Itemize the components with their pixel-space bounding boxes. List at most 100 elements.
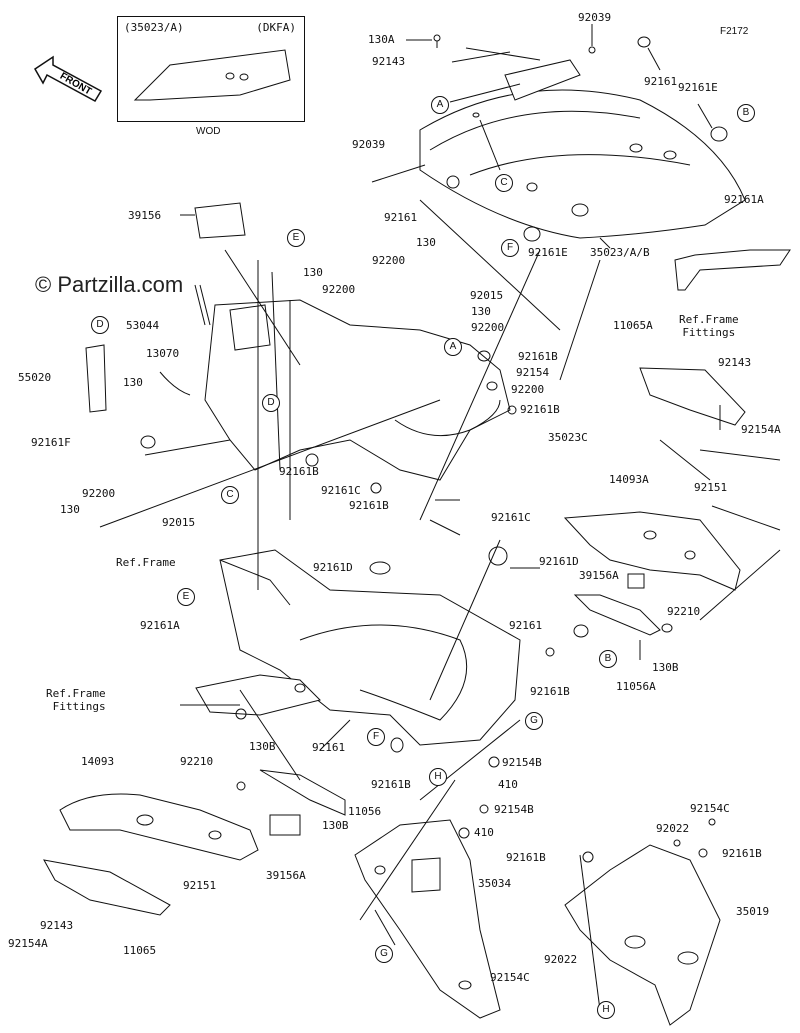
part-label: 130 (303, 266, 323, 279)
part-label: 92200 (372, 254, 406, 267)
part-label: 92161B (530, 685, 570, 698)
figure-id: F2172 (720, 26, 749, 37)
callout-f: F (367, 728, 385, 746)
part-label: 130A (368, 33, 395, 46)
part-label: 11065 (123, 944, 157, 957)
part-label: 92200 (511, 383, 545, 396)
part-label: 130 (123, 376, 143, 389)
part-label: 92161A (140, 619, 180, 632)
inset-note: WOD (196, 126, 221, 137)
part-label: 92161B (371, 778, 411, 791)
inset-box: (35023/A) (DKFA) (117, 16, 305, 122)
callout-b: B (599, 650, 617, 668)
part-label: 92161C (321, 484, 361, 497)
part-label: 92161E (678, 81, 718, 94)
part-label: 92154 (516, 366, 550, 379)
part-label: 92151 (694, 481, 728, 494)
part-label: 39156 (128, 209, 162, 222)
part-label: 92154A (8, 937, 48, 950)
callout-g: G (375, 945, 393, 963)
part-label: 130B (322, 819, 349, 832)
callout-h: H (597, 1001, 615, 1019)
part-label: 39156A (266, 869, 306, 882)
part-label: 92200 (82, 487, 116, 500)
fender-cover-11065A (639, 367, 746, 426)
callout-e: E (287, 229, 305, 247)
part-label: 92161 (509, 619, 543, 632)
part-label: 35019 (736, 905, 770, 918)
part-label: 92022 (544, 953, 578, 966)
part-label: 130 (60, 503, 80, 516)
cover-11065 (43, 859, 171, 916)
mud-guard-14093 (59, 793, 259, 861)
callout-g: G (525, 712, 543, 730)
front-arrow-icon: FRONT (34, 55, 103, 103)
part-label: 11056 (348, 805, 382, 818)
part-label: 35034 (478, 877, 512, 890)
callout-e: E (177, 588, 195, 606)
part-label: 92210 (667, 605, 701, 618)
part-label: 92022 (656, 822, 690, 835)
part-label: 11056A (616, 680, 656, 693)
part-label: 92161B (520, 403, 560, 416)
part-label: 92161 (312, 741, 346, 754)
part-label: 92039 (578, 11, 612, 24)
callout-d: D (262, 394, 280, 412)
part-label: 92154A (741, 423, 781, 436)
side-cover-55020 (85, 344, 107, 413)
fitting-92161A (674, 249, 791, 291)
part-label: 410 (498, 778, 518, 791)
part-label: 92161E (528, 246, 568, 259)
part-label: 92161B (518, 350, 558, 363)
callout-b: B (737, 104, 755, 122)
part-label: 92200 (471, 321, 505, 334)
part-label: 39156A (579, 569, 619, 582)
inner-fender (204, 299, 511, 481)
mud-guard-14093A (563, 511, 741, 591)
ref-frame-label: Ref.Frame (116, 556, 176, 569)
seat-pad-39156 (194, 202, 246, 239)
watermark: © Partzilla.com (35, 272, 184, 297)
part-label: 92161D (539, 555, 579, 568)
callout-h: H (429, 768, 447, 786)
part-label: 13070 (146, 347, 180, 360)
part-label: 92161B (279, 465, 319, 478)
inset-code: (DKFA) (256, 21, 296, 34)
part-label: 92161F (31, 436, 71, 449)
part-label: 92161B (349, 499, 389, 512)
part-label: 92143 (372, 55, 406, 68)
part-label: 92161 (384, 211, 418, 224)
part-label: 92143 (40, 919, 74, 932)
part-label: 92143 (718, 356, 752, 369)
part-label: 130 (416, 236, 436, 249)
part-label: 130B (652, 661, 679, 674)
part-label: 130 (471, 305, 491, 318)
part-label: 92154B (502, 756, 542, 769)
part-label: 92151 (183, 879, 217, 892)
ref-frame-fittings-label: Ref.Frame Fittings (46, 687, 106, 713)
part-label: 92161 (644, 75, 678, 88)
inner-cover-35034 (354, 819, 501, 1019)
callout-c: C (495, 174, 513, 192)
part-label: 92039 (352, 138, 386, 151)
part-label: 92161B (722, 847, 762, 860)
part-label: 92161B (506, 851, 546, 864)
part-label: 55020 (18, 371, 52, 384)
part-label: 92015 (470, 289, 504, 302)
callout-f: F (501, 239, 519, 257)
part-label: 53044 (126, 319, 160, 332)
callout-d: D (91, 316, 109, 334)
part-label: 92161D (313, 561, 353, 574)
callout-a: A (431, 96, 449, 114)
ref-frame-fittings-label: Ref.Frame Fittings (679, 313, 739, 339)
part-label: 92210 (180, 755, 214, 768)
main-frame (219, 549, 521, 746)
part-label: 35023/A/B (590, 246, 650, 259)
inset-part: (35023/A) (124, 21, 184, 34)
part-label: 130B (249, 740, 276, 753)
callout-c: C (221, 486, 239, 504)
part-label: 92161C (491, 511, 531, 524)
callout-a: A (444, 338, 462, 356)
part-label: 35023C (548, 431, 588, 444)
